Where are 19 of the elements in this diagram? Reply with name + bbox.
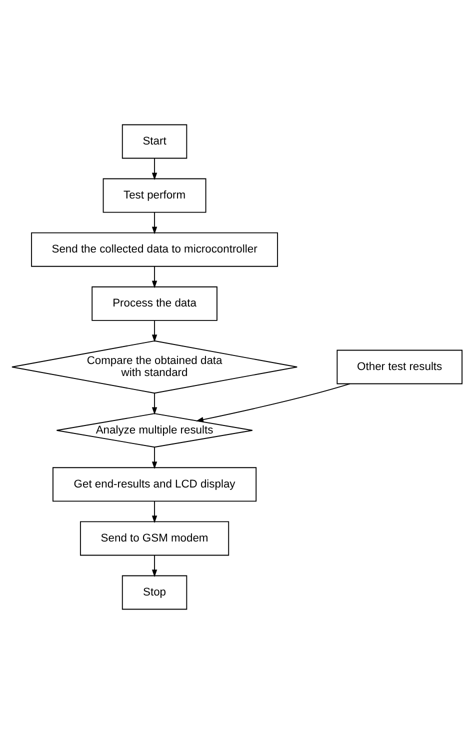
node-diamond: Analyze multiple results [56, 412, 253, 448]
arrow [152, 157, 158, 180]
node-box: Test perform [102, 178, 206, 212]
node-box: Other test results [336, 349, 462, 384]
arrow [152, 392, 158, 414]
arrow [152, 320, 158, 342]
arrow [152, 500, 158, 523]
arrow [196, 382, 350, 422]
node-box: Send the collected data to microcontroller [31, 232, 278, 266]
node-box: Send to GSM modem [80, 520, 230, 556]
arrow [152, 266, 158, 288]
node-box: Get end-results and LCD display [52, 466, 257, 502]
arrow [152, 554, 158, 577]
node-diamond: Compare the obtained data with standard [12, 340, 298, 394]
node-box: Process the data [92, 286, 218, 320]
arrow [152, 446, 158, 469]
node-box: Stop [122, 574, 188, 610]
node-box: Start [122, 124, 188, 158]
arrow [152, 211, 158, 234]
